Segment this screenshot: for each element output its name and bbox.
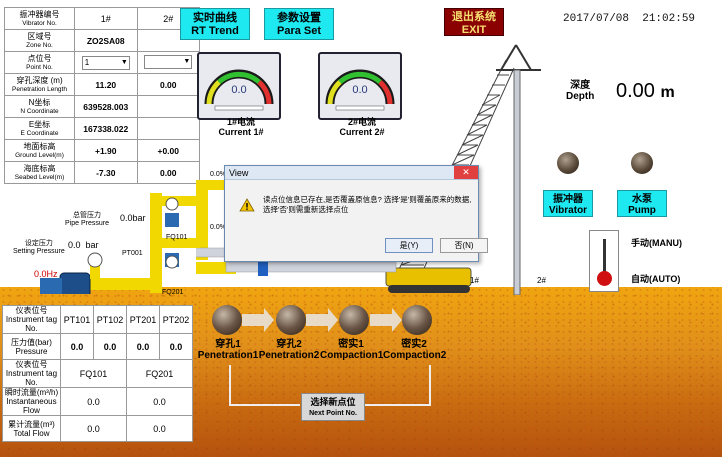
instantaneous-flow-2: 0.0 [126,387,193,416]
e-coordinate: 167338.022 [74,117,138,140]
step-penetration1-icon[interactable] [212,305,242,335]
total-flow-2: 0.0 [126,415,193,442]
pt102-header: PT102 [93,305,127,334]
dialog-titlebar: View ✕ [225,166,478,180]
pressure-pt101: 0.0 [60,333,94,360]
point-select-2[interactable]: ▼ [144,54,193,69]
point-select-1[interactable]: 1▼ [81,55,130,70]
col-1-header: 1# [74,7,138,30]
pt101-header: PT101 [60,305,94,334]
process-flow-arrows [229,308,431,406]
dialog-message: 读点位信息已存在,是否覆盖原信息? 选择'是'则覆盖原来的数据,选择'否'则需重… [263,195,472,214]
pt001-label: PT001 [122,250,143,257]
pressure-pt202: 0.0 [159,333,193,360]
ground-level-2: +0.00 [136,139,200,162]
vibrator-status-lamp-icon [557,152,579,174]
penetration-2: 0.00 [136,73,200,96]
warning-icon [239,198,255,212]
pt202-header: PT202 [159,305,193,334]
total-flow-1: 0.0 [60,415,127,442]
step-penetration2-icon[interactable] [276,305,306,335]
datetime-display: 2017/07/08 21:02:59 [563,13,696,25]
fq201-header: FQ201 [126,359,193,388]
manual-label: 手动(MANU) [631,238,682,248]
flow-percent-1: 0.0% [210,171,226,178]
zone-value: ZO2SA08 [74,29,138,52]
ground-level-1: +1.90 [74,139,138,162]
step-compaction2-icon[interactable] [402,305,432,335]
close-icon[interactable]: ✕ [454,166,478,179]
current-gauge-2: 0.0 [318,52,402,120]
pump-status-lamp-icon [631,152,653,174]
pt201-header: PT201 [126,305,160,334]
penetration-1: 11.20 [74,73,138,96]
gauge-dial-icon [204,69,274,111]
seabed-level-2: 0.00 [136,161,200,184]
gauge-1-value: 0.0 [231,84,247,96]
depth-value: 0.00 m [616,80,675,102]
auto-label: 自动(AUTO) [631,274,681,284]
pressure-pt201: 0.0 [126,333,160,360]
current-gauge-1: 0.0 [197,52,281,120]
pressure-pt102: 0.0 [93,333,127,360]
setting-pressure-value: 0.0 bar [68,240,99,250]
confirm-dialog: View ✕ 读点位信息已存在,是否覆盖原信息? 选择'是'则覆盖原来的数据,选… [224,165,488,262]
no-button[interactable]: 否(N) [440,238,488,253]
manual-auto-switch[interactable] [589,230,619,292]
n-coordinate: 639528.003 [74,95,138,118]
flow-percent-2: 0.0% [210,224,226,231]
gauge-2-value: 0.0 [352,84,368,96]
fq101-header: FQ101 [60,359,127,388]
instantaneous-flow-1: 0.0 [60,387,127,416]
fq201-label: FQ201 [162,289,184,296]
frequency-value: 0.0Hz [34,269,58,279]
piping-drawing [40,193,200,294]
gauge-dial-icon [325,69,395,111]
fq101-label: FQ101 [166,234,188,241]
yes-button[interactable]: 是(Y) [385,238,433,253]
crane-2-label: 2# [537,276,546,285]
pipe-pressure-value: 0.0bar [120,213,146,223]
crane-1-label: 1# [470,276,479,285]
step-compaction1-icon[interactable] [339,305,369,335]
